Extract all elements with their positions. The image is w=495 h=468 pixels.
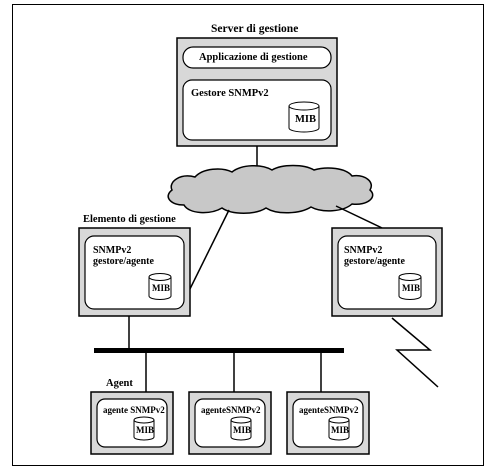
diagram-frame bbox=[12, 4, 484, 466]
right-node-mib-label: MIB bbox=[402, 283, 420, 293]
server-node bbox=[176, 37, 338, 147]
server-manager-label: Gestore SNMPv2 bbox=[191, 88, 269, 99]
elemento-label-line1: SNMPv2 bbox=[93, 245, 132, 256]
agent-2-label: agenteSNMPv2 bbox=[201, 405, 261, 415]
server-title: Server di gestione bbox=[211, 23, 299, 35]
agent-node-3 bbox=[286, 391, 370, 455]
agent-1-mib-label: MIB bbox=[136, 425, 154, 435]
link-cloud-right-node bbox=[335, 205, 383, 229]
agent-node-1 bbox=[90, 391, 174, 455]
agent-2-mib-label: MIB bbox=[233, 425, 251, 435]
server-app-box bbox=[182, 46, 332, 69]
agent-section-title: Agent bbox=[106, 378, 133, 389]
elemento-label-line2: gestore/agente bbox=[93, 256, 154, 267]
link-cloud-elemento bbox=[185, 209, 230, 298]
server-app-label: Applicazione di gestione bbox=[199, 52, 308, 63]
agent-3-label: agenteSNMPv2 bbox=[299, 405, 359, 415]
lan-bus bbox=[94, 348, 344, 353]
agent-1-label: agente SNMPv2 bbox=[103, 405, 165, 415]
right-node-mib-icon bbox=[398, 273, 422, 300]
right-node-label-line2: gestore/agente bbox=[344, 256, 405, 267]
agent-3-mib-label: MIB bbox=[331, 425, 349, 435]
server-mib-label: MIB bbox=[295, 114, 316, 125]
right-node-label-line1: SNMPv2 bbox=[344, 245, 383, 256]
elemento-mib-label: MIB bbox=[152, 283, 170, 293]
network-cloud bbox=[167, 164, 374, 214]
agent-3-mib-icon bbox=[328, 420, 350, 441]
elemento-node bbox=[78, 227, 191, 317]
elemento-title: Elemento di gestione bbox=[83, 214, 176, 225]
agent-1-mib-icon bbox=[133, 420, 155, 441]
agent-node-2 bbox=[188, 391, 272, 455]
wireless-link-zigzag bbox=[391, 317, 439, 388]
right-node bbox=[331, 227, 443, 317]
elemento-mib-icon bbox=[148, 273, 172, 300]
server-mib-icon bbox=[288, 101, 320, 133]
agent-2-mib-icon bbox=[230, 420, 252, 441]
